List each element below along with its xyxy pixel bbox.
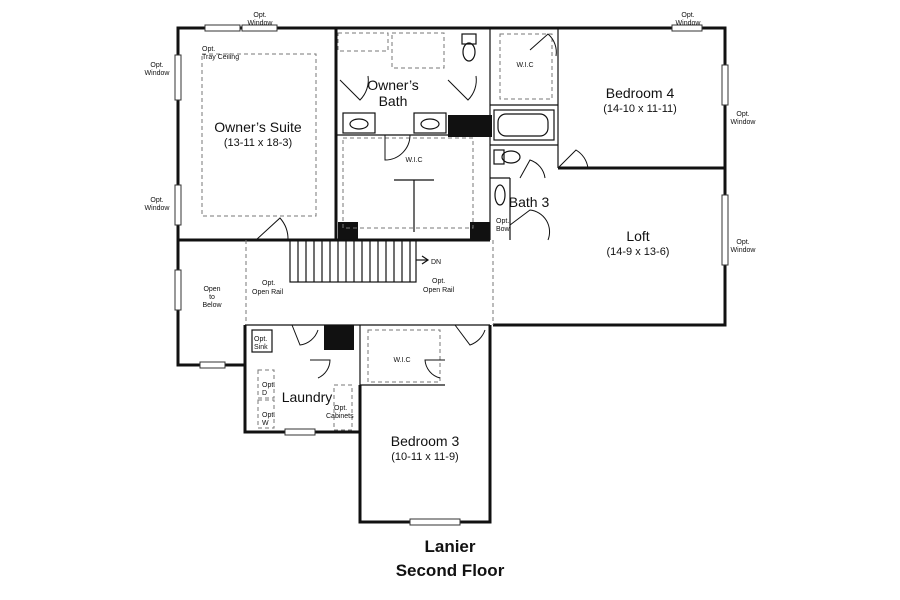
bedroom4-dims: (14-10 x 11-11) xyxy=(603,103,677,115)
wic-label: W.I.C xyxy=(516,62,533,69)
wic-label: W.I.C xyxy=(405,157,422,164)
plan-subtitle: Second Floor xyxy=(396,561,505,580)
open-rail-opt: Opt. xyxy=(432,278,445,285)
open-rail-label: Open Rail xyxy=(423,287,455,294)
window-label: Window xyxy=(145,205,171,212)
window-label-opt: Opt. xyxy=(150,197,163,204)
tray-ceiling-label: Tray Ceiling xyxy=(202,54,239,61)
loft-dims: (14-9 x 13-6) xyxy=(607,246,670,258)
washer-opt: Opt. xyxy=(262,412,275,419)
laundry-name: Laundry xyxy=(282,389,333,405)
bow-label: Bow xyxy=(496,226,511,233)
dryer-opt: Opt. xyxy=(262,382,275,389)
wic-label: W.I.C xyxy=(393,357,410,364)
loft-name: Loft xyxy=(626,228,649,244)
door-swings xyxy=(255,33,589,379)
tray-ceiling-opt: Opt. xyxy=(202,46,215,53)
owners-bath-line2: Bath xyxy=(379,93,408,109)
sink-label: Sink xyxy=(254,344,268,351)
open-rail-opt: Opt. xyxy=(262,280,275,287)
bedroom4-name: Bedroom 4 xyxy=(606,85,675,101)
window-label-opt: Opt. xyxy=(253,12,266,19)
window-label: Window xyxy=(676,20,702,27)
owners-bath-line1: Owner’s xyxy=(367,77,419,93)
labels: Opt. Window Opt. Window Opt. Window Opt.… xyxy=(145,12,757,580)
sink-opt: Opt. xyxy=(254,336,267,343)
bath3-name: Bath 3 xyxy=(509,194,550,210)
open-to-below-line1: Open xyxy=(203,286,220,293)
window-label: Window xyxy=(248,20,274,27)
open-to-below-line3: Below xyxy=(202,302,222,309)
bedroom3-name: Bedroom 3 xyxy=(391,433,460,449)
owners-suite-dims: (13-11 x 18-3) xyxy=(224,137,292,149)
window-label-opt: Opt. xyxy=(736,239,749,246)
cabinets-opt: Opt. xyxy=(334,405,347,412)
window-label: Window xyxy=(731,119,757,126)
dryer-label: D xyxy=(262,390,267,397)
staircase xyxy=(289,239,430,283)
window-label-opt: Opt. xyxy=(150,62,163,69)
open-to-below-line2: to xyxy=(209,294,215,301)
cabinets-label: Cabinets xyxy=(326,413,354,420)
window-label-opt: Opt. xyxy=(736,111,749,118)
window-label-opt: Opt. xyxy=(681,12,694,19)
windows xyxy=(174,24,729,526)
stairs-dn-label: DN xyxy=(431,259,441,266)
bedroom3-dims: (10-11 x 11-9) xyxy=(391,451,458,463)
fixtures xyxy=(251,33,555,431)
window-label: Window xyxy=(731,247,757,254)
open-rail-label: Open Rail xyxy=(252,289,284,296)
plan-title: Lanier xyxy=(424,537,475,556)
owners-suite-name: Owner’s Suite xyxy=(214,119,302,135)
washer-label: W xyxy=(262,420,269,427)
structural-blocks xyxy=(324,115,492,350)
bow-opt: Opt. xyxy=(496,218,509,225)
dashed-features xyxy=(201,32,553,383)
window-label: Window xyxy=(145,70,171,77)
